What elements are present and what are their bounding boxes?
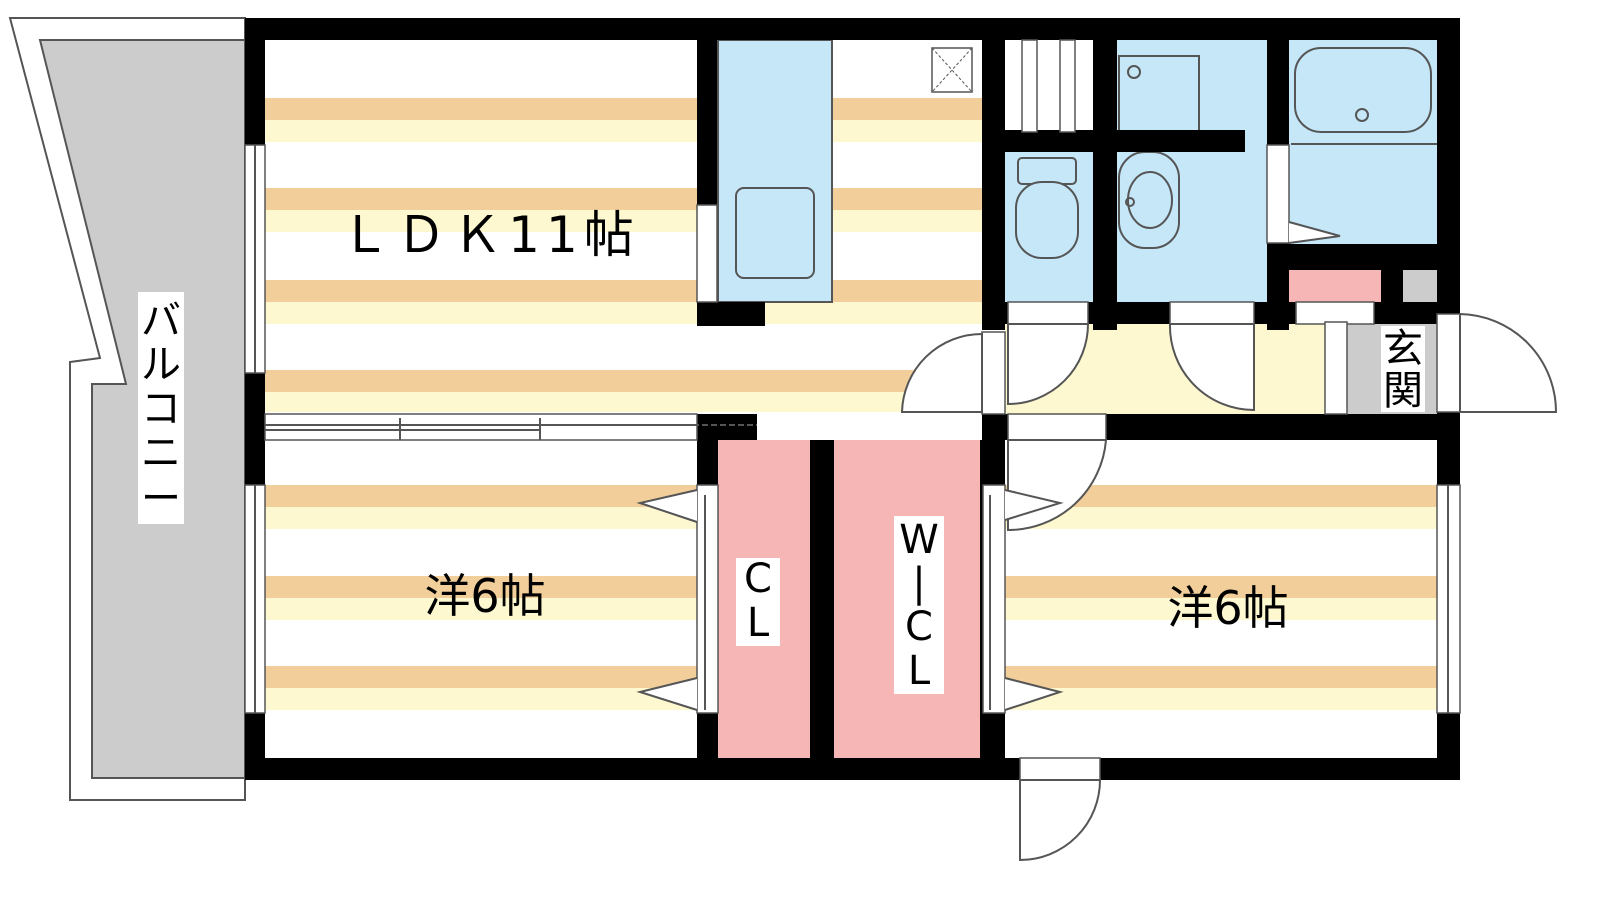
balcony-label-1: バ <box>141 298 181 344</box>
shoe-cabinet <box>1289 270 1381 302</box>
balcony-label-5: ー <box>141 476 181 522</box>
western-left-floor <box>265 440 697 758</box>
ldk-label: ＬＤＫ11帖 <box>340 206 640 264</box>
closet-label-c: C <box>744 556 772 602</box>
kitchen-counter <box>717 39 973 303</box>
door-swings <box>900 221 1558 862</box>
washbasin-icon <box>1127 171 1173 229</box>
balcony <box>8 17 246 801</box>
western-left-label: 洋6帖 <box>424 569 545 623</box>
balcony-label-3: コ <box>141 386 181 432</box>
western-right-label: 洋6帖 <box>1167 581 1288 635</box>
balcony-label-4: ニ <box>141 430 181 476</box>
openings <box>244 39 1461 781</box>
bathtub-icon <box>1294 47 1432 133</box>
toilet-bowl-icon <box>1015 181 1079 259</box>
wic-label-c: C <box>905 604 933 650</box>
closet-label-l: L <box>747 600 770 646</box>
wic-label-l: L <box>908 648 931 694</box>
bathroom <box>1289 40 1437 244</box>
sliding-doors <box>254 145 1449 713</box>
balcony-label-bg <box>138 292 184 524</box>
toilet-tank-icon <box>1017 157 1077 185</box>
balcony-label-2: ル <box>141 342 181 388</box>
entrance-label-1: 玄 <box>1383 326 1423 372</box>
entrance-label-2: 関 <box>1383 368 1423 414</box>
washroom <box>1117 40 1267 302</box>
wic-label-w: W <box>899 517 939 563</box>
wic-label-dash: | <box>912 560 925 606</box>
washing-machine-icon <box>1118 55 1200 137</box>
sink-icon <box>735 187 815 279</box>
toilet-room <box>1005 150 1093 302</box>
